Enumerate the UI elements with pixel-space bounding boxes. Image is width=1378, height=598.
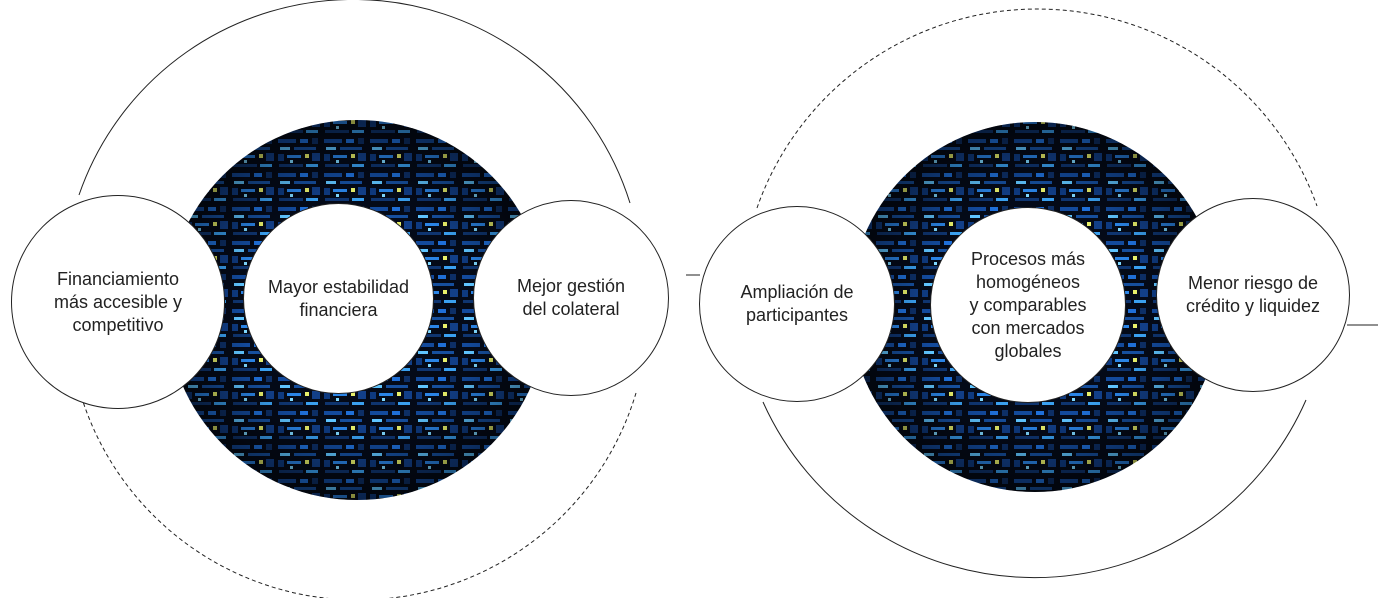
left-outer-ring-solid [78,0,631,204]
right-outer-ring-dashed [756,8,1318,209]
node-procesos: Procesos más homogéneos y comparables co… [930,207,1126,403]
node-label: Mejor gestión del colateral [516,276,626,319]
node-label: Menor riesgo de crédito y liquidez [1185,273,1321,316]
node-estabilidad: Mayor estabilidad financiera [243,203,434,394]
node-label: Mayor estabilidad financiera [267,276,410,320]
left-outer-ring-dashed [77,384,637,598]
node-label: Ampliación de participantes [740,282,854,325]
node-label: Financiamiento más accesible y competiti… [53,268,183,335]
node-financiamiento: Financiamiento más accesible y competiti… [11,195,225,409]
node-label: Procesos más homogéneos y comparables co… [969,248,1087,361]
node-participantes: Ampliación de participantes [699,206,895,402]
node-riesgo: Menor riesgo de crédito y liquidez [1156,198,1350,392]
node-colateral: Mejor gestión del colateral [473,200,669,396]
right-outer-ring-solid [762,399,1307,579]
